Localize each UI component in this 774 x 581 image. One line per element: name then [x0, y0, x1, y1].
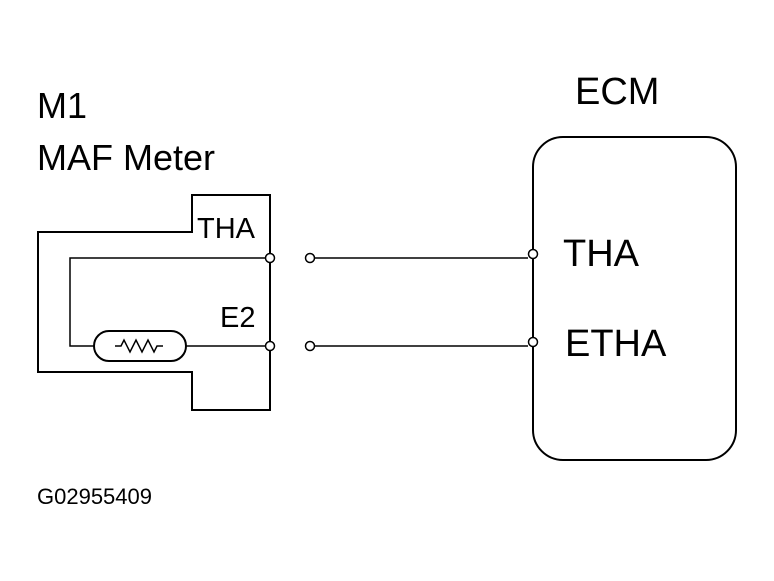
ecm-terminal-etha-label: ETHA: [565, 323, 667, 365]
ecm-terminal-tha-pin: [527, 248, 539, 260]
harness-pin-tha: [304, 252, 316, 264]
ecm-terminal-tha-label: THA: [563, 233, 639, 275]
maf-terminal-tha-pin: [264, 252, 276, 264]
maf-terminal-tha-label: THA: [197, 213, 255, 245]
ecm-terminal-etha-pin: [527, 336, 539, 348]
ecm-title: ECM: [575, 71, 660, 113]
maf-meter-housing: [37, 194, 271, 411]
thermistor-icon: [93, 330, 187, 362]
maf-terminal-e2-label: E2: [220, 302, 256, 334]
figure-code: G02955409: [37, 484, 152, 509]
component-id-label: M1: [37, 85, 88, 126]
harness-pin-etha: [304, 340, 316, 352]
maf-internal-wire-tha: [69, 257, 270, 347]
component-name-label: MAF Meter: [37, 137, 216, 178]
resistor-zigzag-icon: [115, 338, 163, 354]
maf-terminal-e2-pin: [264, 340, 276, 352]
ecm-box: [532, 136, 737, 461]
